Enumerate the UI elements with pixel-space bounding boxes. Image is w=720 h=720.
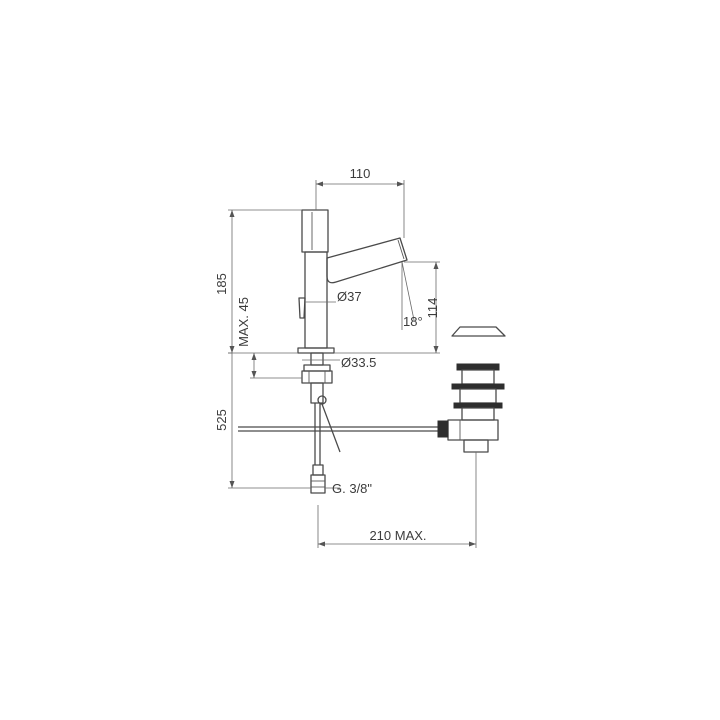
dimension-labels: 110 185 MAX. 45 Ø37 114 18° Ø33.5 525 G.… bbox=[214, 166, 440, 543]
label-spout-reach: 110 bbox=[350, 166, 371, 181]
label-hose-length: 525 bbox=[214, 409, 229, 431]
dimension-lines bbox=[228, 180, 477, 548]
label-body-diameter: Ø37 bbox=[337, 289, 362, 304]
label-spout-height: 114 bbox=[425, 298, 440, 319]
drain-assembly bbox=[437, 326, 506, 453]
faucet-body bbox=[297, 209, 408, 405]
label-spout-angle: 18° bbox=[403, 314, 423, 329]
label-max-deck: MAX. 45 bbox=[236, 297, 251, 347]
label-connection: G. 3/8" bbox=[332, 481, 372, 496]
supply-hoses bbox=[238, 403, 440, 494]
label-hole-diameter: Ø33.5 bbox=[341, 355, 376, 370]
label-drain-distance: 210 MAX. bbox=[369, 528, 426, 543]
label-total-height: 185 bbox=[214, 273, 229, 295]
